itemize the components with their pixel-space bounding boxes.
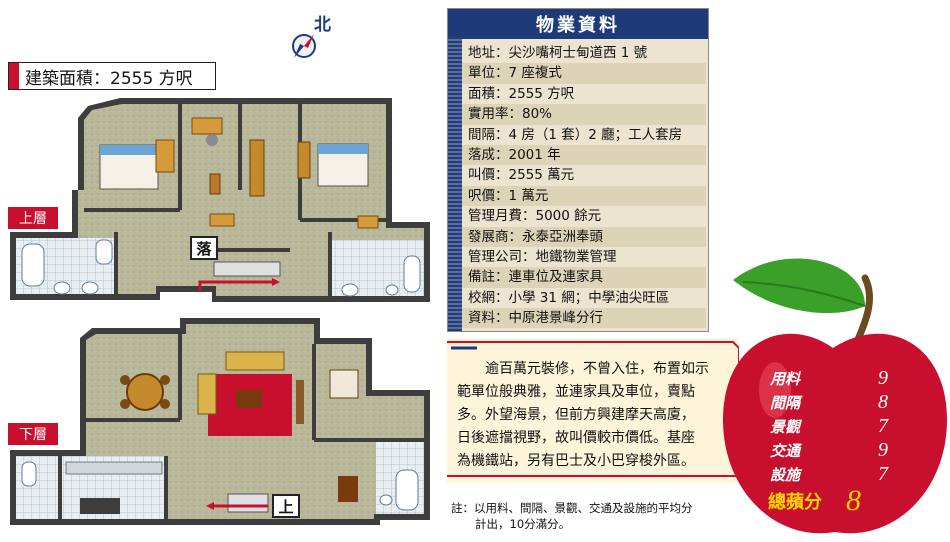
rating-label: 用料 [770, 369, 801, 388]
info-management-fee: 管理月費：5000 餘元 [468, 208, 602, 225]
apple-rating-icon [723, 258, 947, 534]
rating-score: 9 [878, 366, 888, 389]
info-developer: 發展商：永泰亞洲奉頭 [462, 226, 706, 247]
description-line: 日後遮擋視野，故叫價較市價低。基座 [457, 430, 695, 446]
area-red-tab [9, 63, 19, 89]
building-area-box: 建築面積：2555 方呎 [8, 62, 216, 90]
rating-row: 用料 9 [770, 366, 888, 390]
total-score-label: 總蘋分 [768, 492, 822, 513]
building-area-text: 建築面積：2555 方呎 [25, 68, 193, 89]
rating-row: 景觀 7 [770, 414, 888, 438]
property-info-title: 物業資料 [448, 9, 708, 39]
info-remarks: 備註：連車位及連家具 [462, 267, 706, 288]
footnote: 註：以用料、間隔、景觀、交通及設施的平均分 計出，10分滿分。 [451, 500, 721, 532]
description-border [447, 341, 739, 477]
info-completion: 落成：2001 年 [462, 144, 706, 166]
rating-score: 9 [878, 438, 888, 461]
rating-label: 景觀 [770, 417, 801, 436]
total-score-value: 8 [846, 484, 861, 517]
info-layout: 間隔：4 房（1 套）2 廳；工人套房 [468, 126, 683, 143]
ratings-list: 用料 9 間隔 8 景觀 7 交通 9 設施 7 [770, 366, 888, 486]
stair-down-tag: 落 [190, 236, 218, 260]
description-line: 為機鐵站，另有巴士及小巴穿梭外區。 [457, 453, 695, 469]
info-price-per-sqft: 呎價：1 萬元 [462, 185, 706, 207]
floor-plan-drawing [10, 98, 430, 525]
rating-row: 設施 7 [770, 462, 888, 486]
rating-score: 7 [878, 414, 888, 437]
description-text: 逾百萬元裝修，不曾入住，布置如示 範單位般典雅，並連家具及車位，賣點 多。外望海… [457, 358, 733, 473]
compass-north-label: 北 [314, 15, 331, 35]
info-asking-price: 叫價：2555 萬元 [468, 167, 575, 184]
total-score-row: 總蘋分 8 [768, 484, 861, 518]
info-school-net: 校網：小學 31 網；中學油尖旺區 [468, 289, 670, 306]
rating-label: 間隔 [770, 393, 801, 412]
footnote-line-2: 計出，10分滿分。 [475, 517, 571, 531]
rating-score: 7 [878, 462, 888, 485]
upper-floor-plan [10, 98, 430, 302]
lower-floor-label: 下層 [8, 423, 58, 445]
property-info-panel: 物業資料 地址：尖沙嘴柯士甸道西 1 號 單位：7 座複式 面積：2555 方呎… [447, 8, 709, 332]
info-area: 面積：2555 方呎 [468, 85, 575, 102]
rating-row: 間隔 8 [770, 390, 888, 414]
description-line: 範單位般典雅，並連家具及車位，賣點 [457, 384, 695, 400]
info-efficiency: 實用率：80% [462, 104, 706, 125]
rating-label: 設施 [770, 465, 801, 484]
description-line: 逾百萬元裝修，不曾入住，布置如示 [485, 361, 709, 377]
compass-icon [292, 34, 316, 58]
rating-score: 8 [878, 390, 888, 413]
info-management-company: 管理公司：地鐵物業管理 [468, 248, 617, 265]
property-info-list: 地址：尖沙嘴柯士甸道西 1 號 單位：7 座複式 面積：2555 方呎 實用率：… [462, 43, 706, 329]
info-address: 地址：尖沙嘴柯士甸道西 1 號 [468, 45, 648, 61]
lower-floor-plan [10, 318, 430, 525]
footnote-line-1: 註：以用料、間隔、景觀、交通及設施的平均分 [451, 501, 693, 515]
rating-row: 交通 9 [770, 438, 888, 462]
upper-floor-label: 上層 [8, 207, 58, 229]
info-unit: 單位：7 座複式 [462, 63, 706, 84]
rating-label: 交通 [770, 441, 801, 460]
description-line: 多。外望海景，但前方興建摩天高廈， [457, 407, 695, 423]
stair-up-tag: 上 [272, 494, 300, 518]
info-source: 資料：中原港景峰分行 [462, 308, 706, 329]
info-side-stripe [448, 37, 462, 331]
description-box: 逾百萬元裝修，不曾入住，布置如示 範單位般典雅，並連家具及車位，賣點 多。外望海… [447, 338, 739, 482]
